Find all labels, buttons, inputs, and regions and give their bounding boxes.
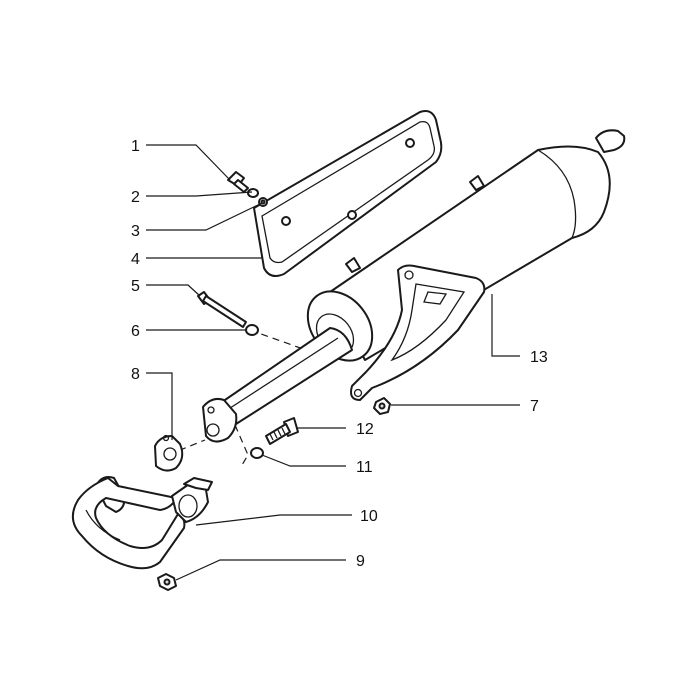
mounting-bracket (350, 264, 486, 401)
callout-3: 3 (131, 223, 140, 240)
long-bolt-5 (197, 291, 247, 328)
callout-1: 1 (131, 138, 140, 155)
washer-2 (247, 188, 259, 198)
washer-3 (258, 197, 268, 207)
nut-7 (373, 397, 391, 415)
callout-6: 6 (131, 323, 140, 340)
heat-shield (253, 110, 443, 277)
callout-9: 9 (356, 553, 365, 570)
callout-4: 4 (131, 251, 140, 268)
callout-labels: 1 2 3 4 5 6 7 8 9 10 11 12 13 (131, 138, 548, 570)
callout-10: 10 (360, 508, 378, 525)
callout-5: 5 (131, 278, 140, 295)
washer-11 (250, 447, 264, 459)
bolt-12 (265, 417, 299, 445)
washer-6 (245, 324, 259, 336)
exhaust-gasket (154, 434, 184, 472)
nut-9 (157, 573, 177, 591)
leader-lines (146, 144, 520, 581)
callout-11: 11 (356, 459, 373, 476)
callout-7: 7 (530, 398, 539, 415)
exhaust-manifold (71, 476, 213, 570)
callout-12: 12 (356, 421, 374, 438)
callout-2: 2 (131, 189, 140, 206)
callout-13: 13 (530, 349, 548, 366)
callout-8: 8 (131, 366, 140, 383)
bolt-1 (227, 171, 249, 193)
exhaust-pipe (202, 327, 353, 443)
